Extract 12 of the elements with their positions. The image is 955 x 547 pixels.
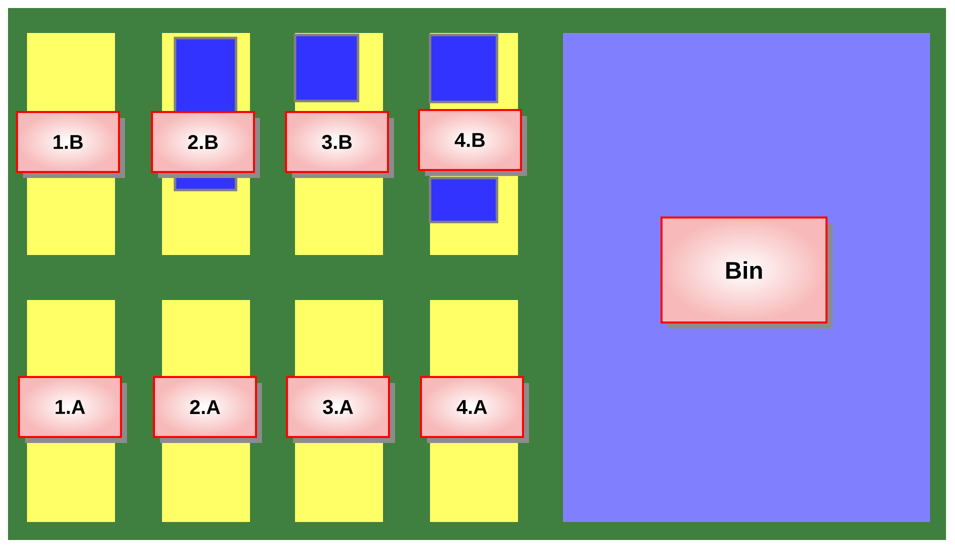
label-box: 3.A bbox=[286, 376, 390, 438]
label-box: 4.A bbox=[420, 376, 524, 438]
label-box: Bin bbox=[660, 216, 828, 324]
tray bbox=[294, 34, 360, 102]
label-box: 3.B bbox=[285, 111, 389, 173]
label-box: 1.A bbox=[18, 376, 122, 438]
label-box: 1.B bbox=[16, 111, 120, 173]
label-box: 2.B bbox=[151, 111, 255, 173]
label-box: 2.A bbox=[153, 376, 257, 438]
tray bbox=[428, 34, 498, 104]
label-box: 4.B bbox=[418, 109, 522, 171]
tray bbox=[428, 176, 498, 224]
